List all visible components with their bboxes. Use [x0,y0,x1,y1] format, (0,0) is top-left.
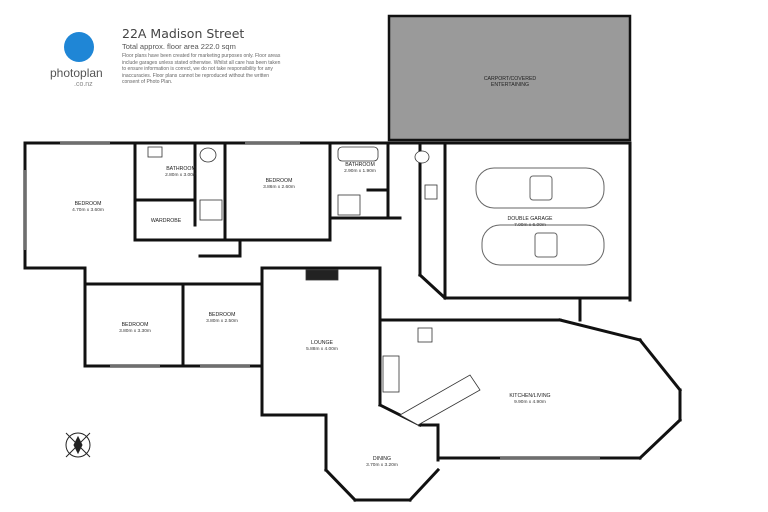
fixtures [147,146,481,426]
bathroom2-dims: 2.90m x 1.90m [344,168,376,174]
logo-suffix: .co.nz [74,81,93,88]
bathroom1-label: BATHROOM [166,166,196,172]
kitchen-label: KITCHEN/LIVING [509,393,550,399]
dining-dims: 3.70m x 3.20m [366,462,398,468]
compass-icon [65,432,91,458]
garage-label: DOUBLE GARAGE [508,216,554,222]
bedroom2-dims: 3.86m x 2.60m [263,184,295,190]
floor-area: Total approx. floor area 222.0 sqm [122,42,236,51]
car-icon [475,167,605,209]
bedroom2-label: BEDROOM [266,178,293,184]
logo-name: photoplan [50,66,103,80]
sink-icon [424,184,438,200]
windows [24,142,600,459]
kitchen-island [399,374,481,426]
bathroom1-dims: 2.80m x 3.00m [165,172,197,178]
disclaimer-text: Floor plans have been created for market… [122,53,281,86]
carport-label: CARPORT/COVERED [484,76,537,82]
carport-area [387,14,632,142]
sink-icon [147,146,163,158]
lounge-dims: 5.88m x 4.00m [306,346,338,352]
bedroom1-dims: 4.70m x 3.60m [72,207,104,213]
lounge-label: LOUNGE [311,340,333,346]
bathroom2-label: BATHROOM [345,162,375,168]
bath-icon [337,146,379,162]
bedroom3-label: BEDROOM [122,322,149,328]
sink-icon [417,327,433,343]
shower-icon [199,199,223,221]
photoplan-logo: photoplan .co.nz [50,30,120,90]
toilet-icon [414,150,430,164]
toilet-icon [199,147,217,163]
bedroom4-dims: 3.80m x 2.50m [206,318,238,324]
garage-dims: 7.00m x 6.00m [514,222,546,228]
bedroom3-dims: 3.80m x 3.30m [119,328,151,334]
bedroom1-label: BEDROOM [75,201,102,207]
wardrobe-label: WARDROBE [151,218,182,224]
dining-label: DINING [373,456,391,462]
logo-house-icon [64,32,94,62]
kitchen-dims: 9.90m x 4.90m [514,399,546,405]
fireplace-icon [305,269,339,281]
stove-icon [382,355,400,393]
property-address: 22A Madison Street [122,26,245,41]
carport-label-2: ENTERTAINING [491,82,529,88]
cars [475,167,605,266]
shower-icon [337,194,361,216]
bedroom4-label: BEDROOM [209,312,236,318]
car-icon [481,224,605,266]
